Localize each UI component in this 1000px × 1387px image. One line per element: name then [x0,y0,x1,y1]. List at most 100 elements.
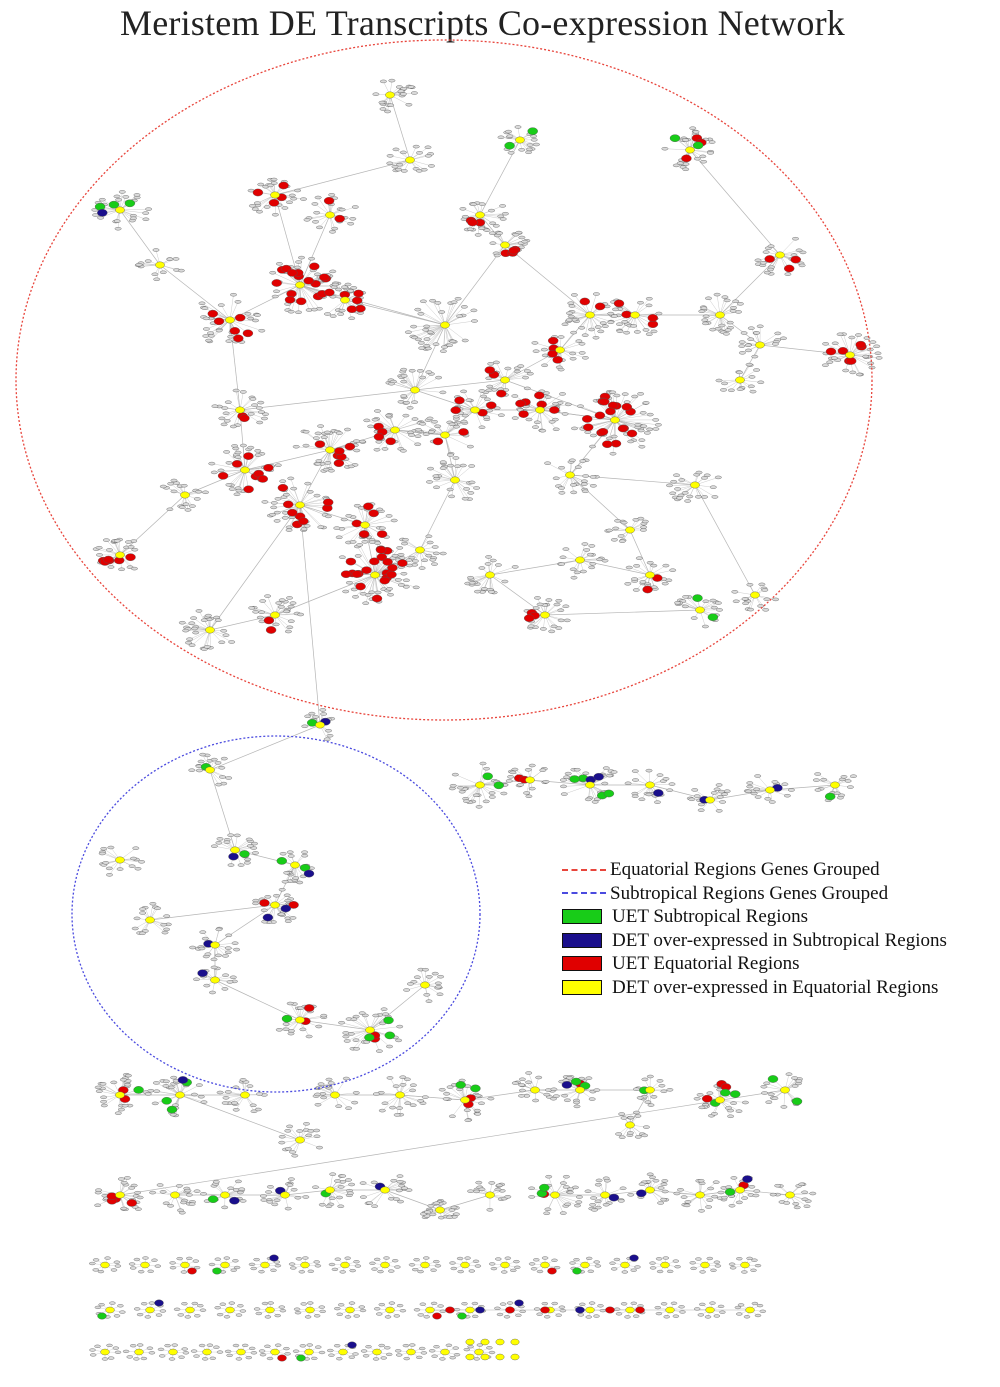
gene-node-icon [427,466,434,471]
gene-node-icon [740,331,748,335]
gene-node-icon [114,1111,122,1115]
uet-equatorial-node-icon [353,289,364,298]
uet-subtropical-node-icon [570,1077,582,1086]
gene-node-icon [658,1083,666,1088]
gene-edge [444,302,455,326]
gene-node-icon [397,1199,404,1204]
gene-node-icon [294,1195,302,1200]
gene-node-icon [100,1095,108,1100]
gene-node-icon [248,606,256,610]
gene-node-icon [788,788,795,792]
gene-node-icon [113,539,121,543]
gene-node-icon [719,800,726,804]
gene-node-icon [661,146,669,151]
gene-node-icon [432,474,440,478]
gene-node-icon [247,316,255,321]
gene-node-icon [153,277,161,281]
gene-node-icon [220,756,228,761]
gene-node-icon [737,302,744,306]
det-equatorial-hub-icon [625,526,635,534]
gene-node-icon [446,343,453,347]
gene-node-icon [270,181,278,185]
uet-equatorial-node-icon [243,452,254,460]
gene-node-icon [314,1102,322,1107]
gene-node-icon [597,329,605,334]
gene-node-icon [401,538,409,542]
det-subtropical-node-icon [303,869,315,878]
gene-node-icon [138,860,146,864]
det-equatorial-hub-icon [500,376,510,384]
gene-node-icon [375,1049,383,1053]
gene-node-icon [466,444,474,449]
gene-node-icon [634,1135,642,1139]
gene-node-icon [701,495,708,499]
gene-node-icon [311,202,319,206]
gene-node-icon [822,363,829,367]
gene-node-icon [460,305,468,309]
gene-node-icon [561,322,569,326]
gene-node-icon [589,444,596,449]
gene-edge [539,409,543,431]
uet-equatorial-node-icon [454,396,465,405]
gene-node-icon [234,455,242,459]
gene-node-icon [618,1112,626,1116]
gene-node-icon [489,241,497,245]
gene-node-icon [594,325,602,329]
gene-node-icon [483,228,491,232]
gene-node-icon [302,1195,310,1199]
gene-node-icon [338,555,346,559]
det-equatorial-hub-icon [395,1091,405,1099]
gene-node-icon [772,342,779,346]
gene-node-icon [573,1104,581,1109]
det-equatorial-hub-icon [555,346,565,354]
gene-node-icon [199,930,207,934]
gene-node-icon [381,1101,389,1106]
gene-node-icon [525,1080,532,1085]
gene-node-icon [286,1124,293,1129]
gene-node-icon [552,427,560,431]
gene-node-icon [589,562,597,566]
uet-equatorial-node-icon [605,407,616,416]
gene-node-icon [429,1212,437,1217]
gene-node-icon [642,328,650,332]
gene-node-icon [464,1118,472,1123]
gene-node-icon [134,1190,142,1195]
uet-equatorial-node-icon [371,594,383,603]
gene-node-icon [287,854,295,858]
gene-node-icon [530,138,538,142]
gene-node-icon [403,401,410,405]
gene-node-icon [599,321,607,325]
gene-node-icon [271,1202,279,1207]
gene-node-icon [639,411,647,415]
gene-node-icon [784,794,791,798]
cluster-edge [274,574,376,616]
gene-node-icon [607,311,615,316]
uet-equatorial-node-icon [352,296,363,305]
uet-equatorial-node-icon [373,432,385,441]
cluster-edge [119,1089,786,1196]
gene-node-icon [317,424,324,428]
gene-node-icon [147,1088,155,1093]
gene-node-icon [386,587,393,591]
gene-node-icon [613,393,621,398]
gene-node-icon [781,782,789,786]
uet-subtropical-node-icon [470,1084,481,1093]
det-equatorial-hub-icon [645,571,655,579]
gene-node-icon [349,217,357,221]
gene-edge [444,303,451,326]
gene-node-icon [405,558,413,562]
gene-node-icon [284,629,292,634]
gene-node-icon [385,514,393,518]
gene-edge [364,520,395,526]
gene-node-icon [286,1183,294,1187]
gene-node-icon [293,265,301,270]
uet-equatorial-node-icon [613,299,625,308]
gene-edge [272,272,301,286]
gene-node-icon [408,369,416,373]
gene-node-icon [570,483,577,487]
gene-node-icon [335,535,343,539]
gene-node-icon [511,565,519,569]
gene-node-icon [131,548,139,552]
gene-node-icon [224,1090,232,1094]
gene-node-icon [618,1135,626,1139]
